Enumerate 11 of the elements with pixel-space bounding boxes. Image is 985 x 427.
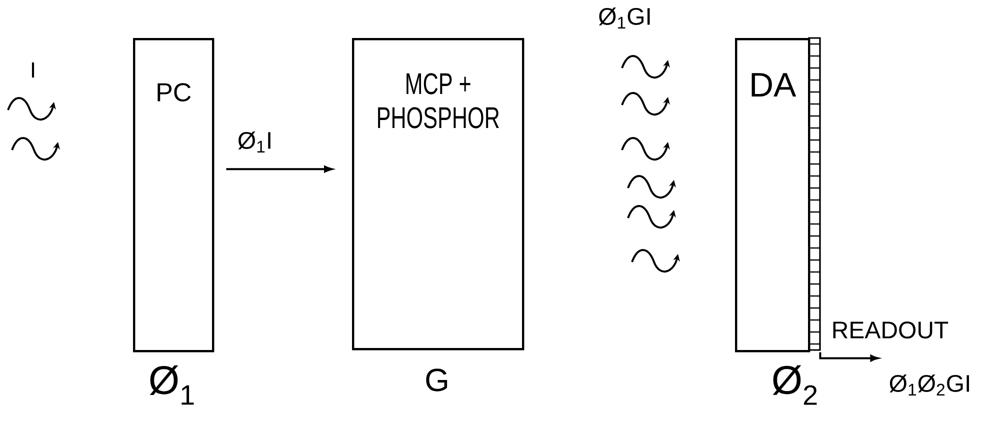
signal-label: Ø$_{1}$Ø$_{2}$GI <box>890 374 969 396</box>
component-box: PC <box>133 38 214 352</box>
edge-label: READOUT <box>833 322 948 338</box>
signal-label: Ø$_{1}$GI <box>598 8 650 28</box>
box-caption: Ø$_{2}$ <box>772 365 817 405</box>
edge-label: Ø$_{1}$I <box>238 132 270 152</box>
detector-box: DA <box>735 37 821 352</box>
component-box: MCP + PHOSPHOR <box>352 38 524 350</box>
box-caption: Ø$_{1}$ <box>150 365 194 405</box>
box-caption: G <box>426 368 448 392</box>
signal-label: I <box>32 62 34 78</box>
